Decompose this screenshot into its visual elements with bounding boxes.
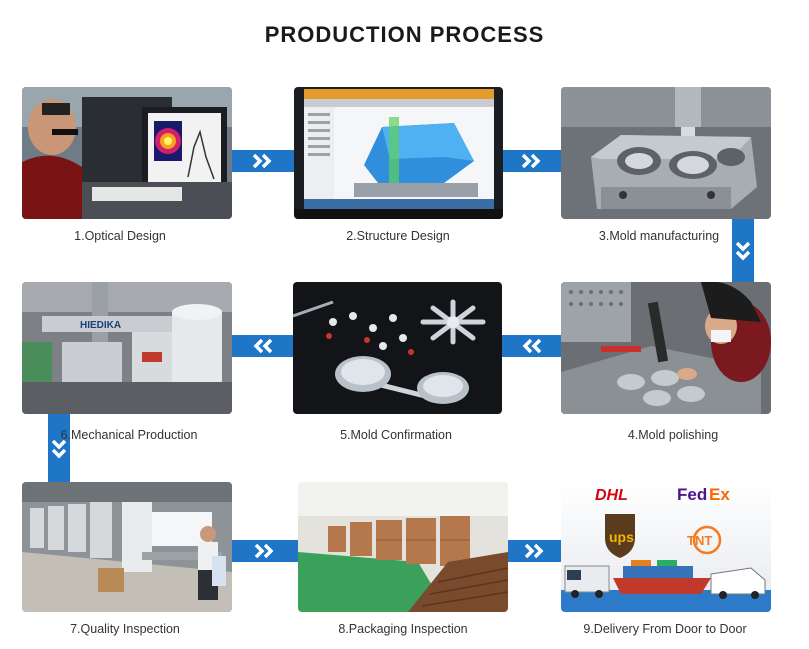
ups-shield-icon xyxy=(605,514,635,558)
double-chevron-left-icon xyxy=(253,338,273,354)
step-photo-quality-inspection xyxy=(22,482,232,612)
step-label: 4.Mold polishing xyxy=(627,428,719,442)
step-photo-delivery: DHL Fed Ex ups TNT xyxy=(561,482,771,612)
connector-1-to-2 xyxy=(232,150,294,172)
step-photo-packaging-inspection xyxy=(298,482,508,612)
logo-fedex-fed: Fed xyxy=(677,485,707,504)
step-label: 3.Mold manufacturing xyxy=(598,229,720,243)
step-photo-optical-design xyxy=(22,87,232,219)
machine-brand-label: HIEDIKA xyxy=(80,320,121,331)
double-chevron-right-icon xyxy=(521,153,541,169)
step-label: 7.Quality Inspection xyxy=(70,622,180,636)
connector-8-to-9 xyxy=(508,540,561,562)
step-label: 9.Delivery From Door to Door xyxy=(583,622,747,636)
double-chevron-down-icon xyxy=(735,241,751,261)
step-label: 5.Mold Confirmation xyxy=(340,428,452,442)
connector-2-to-3 xyxy=(503,150,561,172)
connector-5-to-6 xyxy=(232,335,293,357)
logo-ups: ups xyxy=(609,529,634,545)
double-chevron-right-icon xyxy=(252,153,272,169)
step-label: 2.Structure Design xyxy=(346,229,450,243)
step-photo-mold-manufacturing xyxy=(561,87,771,219)
connector-4-to-5 xyxy=(502,335,561,357)
double-chevron-right-icon xyxy=(524,543,544,559)
logo-tnt: TNT xyxy=(687,533,712,548)
double-chevron-left-icon xyxy=(522,338,542,354)
step-label: 8.Packaging Inspection xyxy=(338,622,468,636)
page-title: PRODUCTION PROCESS xyxy=(264,22,545,47)
step-label: 1.Optical Design xyxy=(74,229,166,243)
step-photo-mechanical-production: HIEDIKA xyxy=(22,282,232,414)
double-chevron-down-icon xyxy=(51,439,67,459)
double-chevron-right-icon xyxy=(254,543,274,559)
step-photo-structure-design xyxy=(294,87,503,219)
connector-6-to-7 xyxy=(48,414,70,482)
step-photo-mold-polishing xyxy=(561,282,771,414)
logo-fedex-ex: Ex xyxy=(709,485,730,504)
logo-dhl: DHL xyxy=(595,487,628,504)
step-label: 6.Mechanical Production xyxy=(60,428,198,442)
step-photo-mold-confirmation xyxy=(293,282,502,414)
connector-3-to-4 xyxy=(732,219,754,282)
connector-7-to-8 xyxy=(232,540,298,562)
